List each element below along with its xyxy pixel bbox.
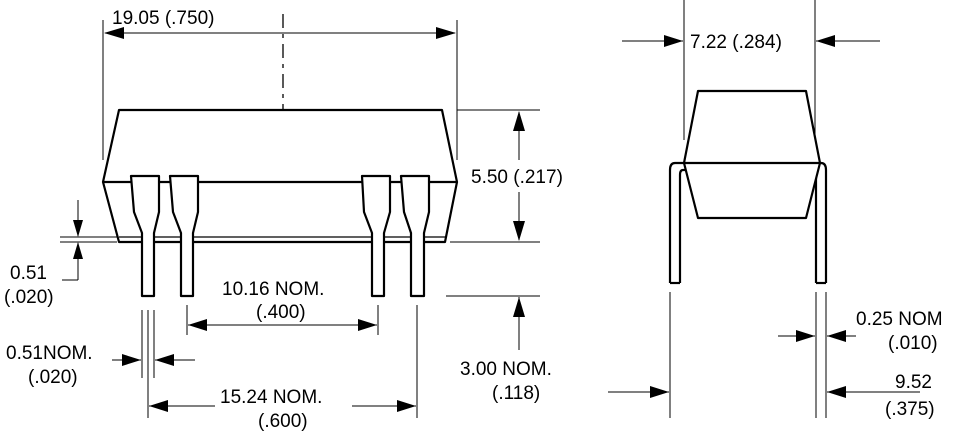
side-view: 7.22 (.284) 0.25 NOM (.010) 9.52 (.375) — [608, 0, 943, 420]
front-lead-1 — [129, 174, 161, 298]
standoff-inch: (.020) — [4, 287, 54, 308]
front-lead-2 — [168, 174, 200, 298]
lead-thickness-value: 0.25 NOM — [856, 309, 943, 330]
row-spacing-arrow-left — [827, 386, 846, 398]
outer-pitch-value: 15.24 NOM. — [220, 387, 322, 408]
lead-width-arrow-right — [122, 354, 141, 366]
standoff-arrow-down — [73, 220, 83, 237]
row-spacing-inch: (.375) — [885, 399, 935, 420]
body-height-label: 5.50 (.217) — [471, 167, 563, 188]
body-width-label: 7.22 (.284) — [690, 32, 782, 53]
body-width-arrow-left — [816, 35, 835, 47]
outer-pitch-arrow-right — [397, 400, 416, 412]
lead-width-inch: (.020) — [28, 367, 78, 388]
lead-thickness-inch: (.010) — [888, 333, 938, 354]
inner-pitch-arrow-right — [358, 319, 377, 331]
lead-length-value: 3.00 NOM. — [460, 359, 552, 380]
side-body — [682, 89, 822, 220]
inner-pitch-value: 10.16 NOM. — [222, 279, 324, 300]
lead-width-arrow-left — [155, 354, 174, 366]
body-width-arrow-right — [664, 35, 683, 47]
lead-width-value: 0.51NOM. — [6, 343, 93, 364]
standoff-arrow-up — [73, 242, 83, 259]
arrow-up — [513, 111, 525, 131]
inner-pitch-arrow-left — [188, 319, 207, 331]
outer-pitch-inch: (.600) — [258, 411, 308, 432]
overall-length-label: 19.05 (.750) — [112, 8, 214, 29]
side-lead-left-inner — [678, 168, 697, 283]
front-view: 19.05 (.750) 5.50 (.217) 0.51 (.020) 0.5… — [4, 8, 563, 432]
arrow-down — [513, 221, 525, 241]
row-spacing-arrow-right — [650, 386, 669, 398]
row-spacing-value: 9.52 — [895, 372, 932, 393]
lead-length-arrow-up — [513, 297, 525, 317]
standoff-value: 0.51 — [10, 263, 47, 284]
front-lead-4 — [399, 174, 431, 298]
front-lead-3 — [360, 174, 392, 298]
inner-pitch-inch: (.400) — [256, 302, 306, 323]
arrow-right — [436, 27, 456, 39]
lead-thick-arrow-right — [796, 330, 815, 342]
arrow-left — [104, 27, 124, 39]
outer-pitch-arrow-left — [149, 400, 168, 412]
side-lead-left — [668, 161, 697, 283]
lead-length-inch: (.118) — [492, 383, 540, 404]
lead-thick-arrow-left — [827, 330, 846, 342]
